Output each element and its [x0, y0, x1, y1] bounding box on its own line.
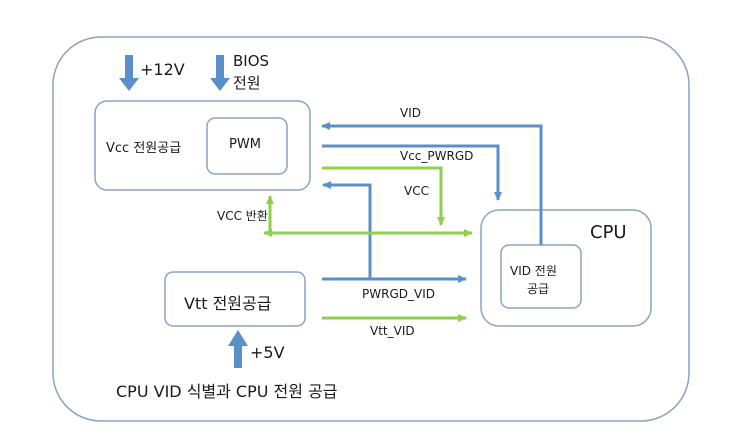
- vcc-pwrgd-line: [322, 144, 502, 201]
- pwrgd-vid-branch: [322, 181, 372, 279]
- cpu-vid-label-line1: VID 전원: [510, 264, 557, 278]
- vtt-vid-signal-label: Vtt_VID: [370, 324, 415, 338]
- vid-line: [321, 122, 543, 245]
- vcc-block: [94, 100, 311, 191]
- bios-label-line1: BIOS: [233, 52, 270, 70]
- vcc-line: [322, 166, 445, 226]
- cpu-block: [480, 209, 652, 327]
- vid-signal-label: VID: [400, 106, 421, 120]
- plus5v-arrow: [228, 330, 248, 368]
- vcc-signal-label: VCC: [404, 184, 429, 198]
- diagram-caption: CPU VID 식별과 CPU 전원 공급: [116, 382, 338, 401]
- pwrgd-vid-signal-label: PWRGD_VID: [362, 287, 435, 301]
- plus12v-arrow: [119, 55, 139, 91]
- vtt-block-label: Vtt 전원공급: [184, 294, 272, 313]
- outer-frame: [52, 36, 690, 422]
- vcc-return-signal-label: VCC 반환: [217, 209, 268, 223]
- bios-arrow: [210, 55, 230, 91]
- vcc-pwrgd-signal-label: Vcc_PWRGD: [400, 149, 474, 163]
- plus5v-label: +5V: [250, 343, 285, 362]
- vtt-block: [164, 271, 306, 327]
- cpu-label: CPU: [590, 222, 627, 243]
- vcc-block-label: Vcc 전원공급: [106, 141, 182, 156]
- pwm-label: PWM: [229, 137, 261, 152]
- plus12v-label: +12V: [140, 60, 185, 79]
- cpu-vid-label-line2: 공급: [527, 282, 550, 296]
- pwm-block: [206, 117, 288, 175]
- bios-label-line2: 전원: [233, 74, 261, 92]
